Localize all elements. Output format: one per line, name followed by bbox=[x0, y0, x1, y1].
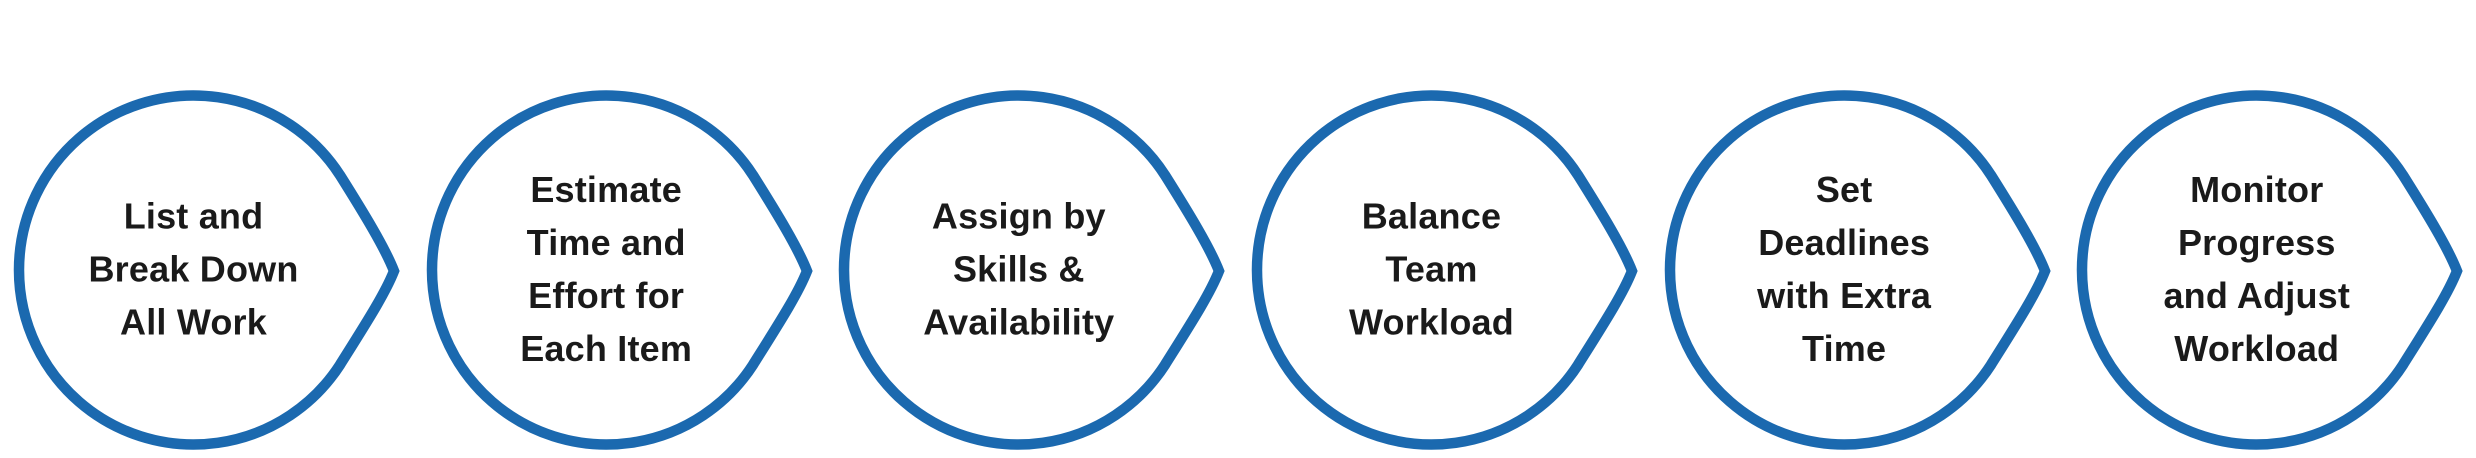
speech-bubble-shape bbox=[2077, 90, 2463, 450]
step-label: Set Deadlines with Extra Time bbox=[1757, 169, 1932, 369]
process-step-1: List and Break Down All Work bbox=[0, 0, 413, 458]
step-label: List and Break Down All Work bbox=[88, 195, 299, 343]
speech-bubble-shape bbox=[426, 90, 813, 450]
speech-bubble-shape bbox=[1251, 90, 1638, 450]
step-label: Estimate Time and Effort for Each Item bbox=[520, 169, 693, 369]
step-label: Assign by Skills & Availability bbox=[923, 195, 1115, 343]
speech-bubble-shape bbox=[839, 90, 1225, 450]
process-step-3: Assign by Skills & Availability bbox=[825, 0, 1238, 458]
process-step-4: Balance Team Workload bbox=[1238, 0, 1651, 458]
step-label: Balance Team Workload bbox=[1348, 195, 1514, 343]
speech-bubble-shape bbox=[13, 90, 400, 450]
process-step-5: Set Deadlines with Extra Time bbox=[1651, 0, 2064, 458]
step-label: Monitor Progress and Adjust Workload bbox=[2163, 169, 2351, 369]
speech-bubble-shape bbox=[1664, 90, 2051, 450]
process-step-2: Estimate Time and Effort for Each Item bbox=[413, 0, 826, 458]
process-step-6: Monitor Progress and Adjust Workload bbox=[2063, 0, 2476, 458]
